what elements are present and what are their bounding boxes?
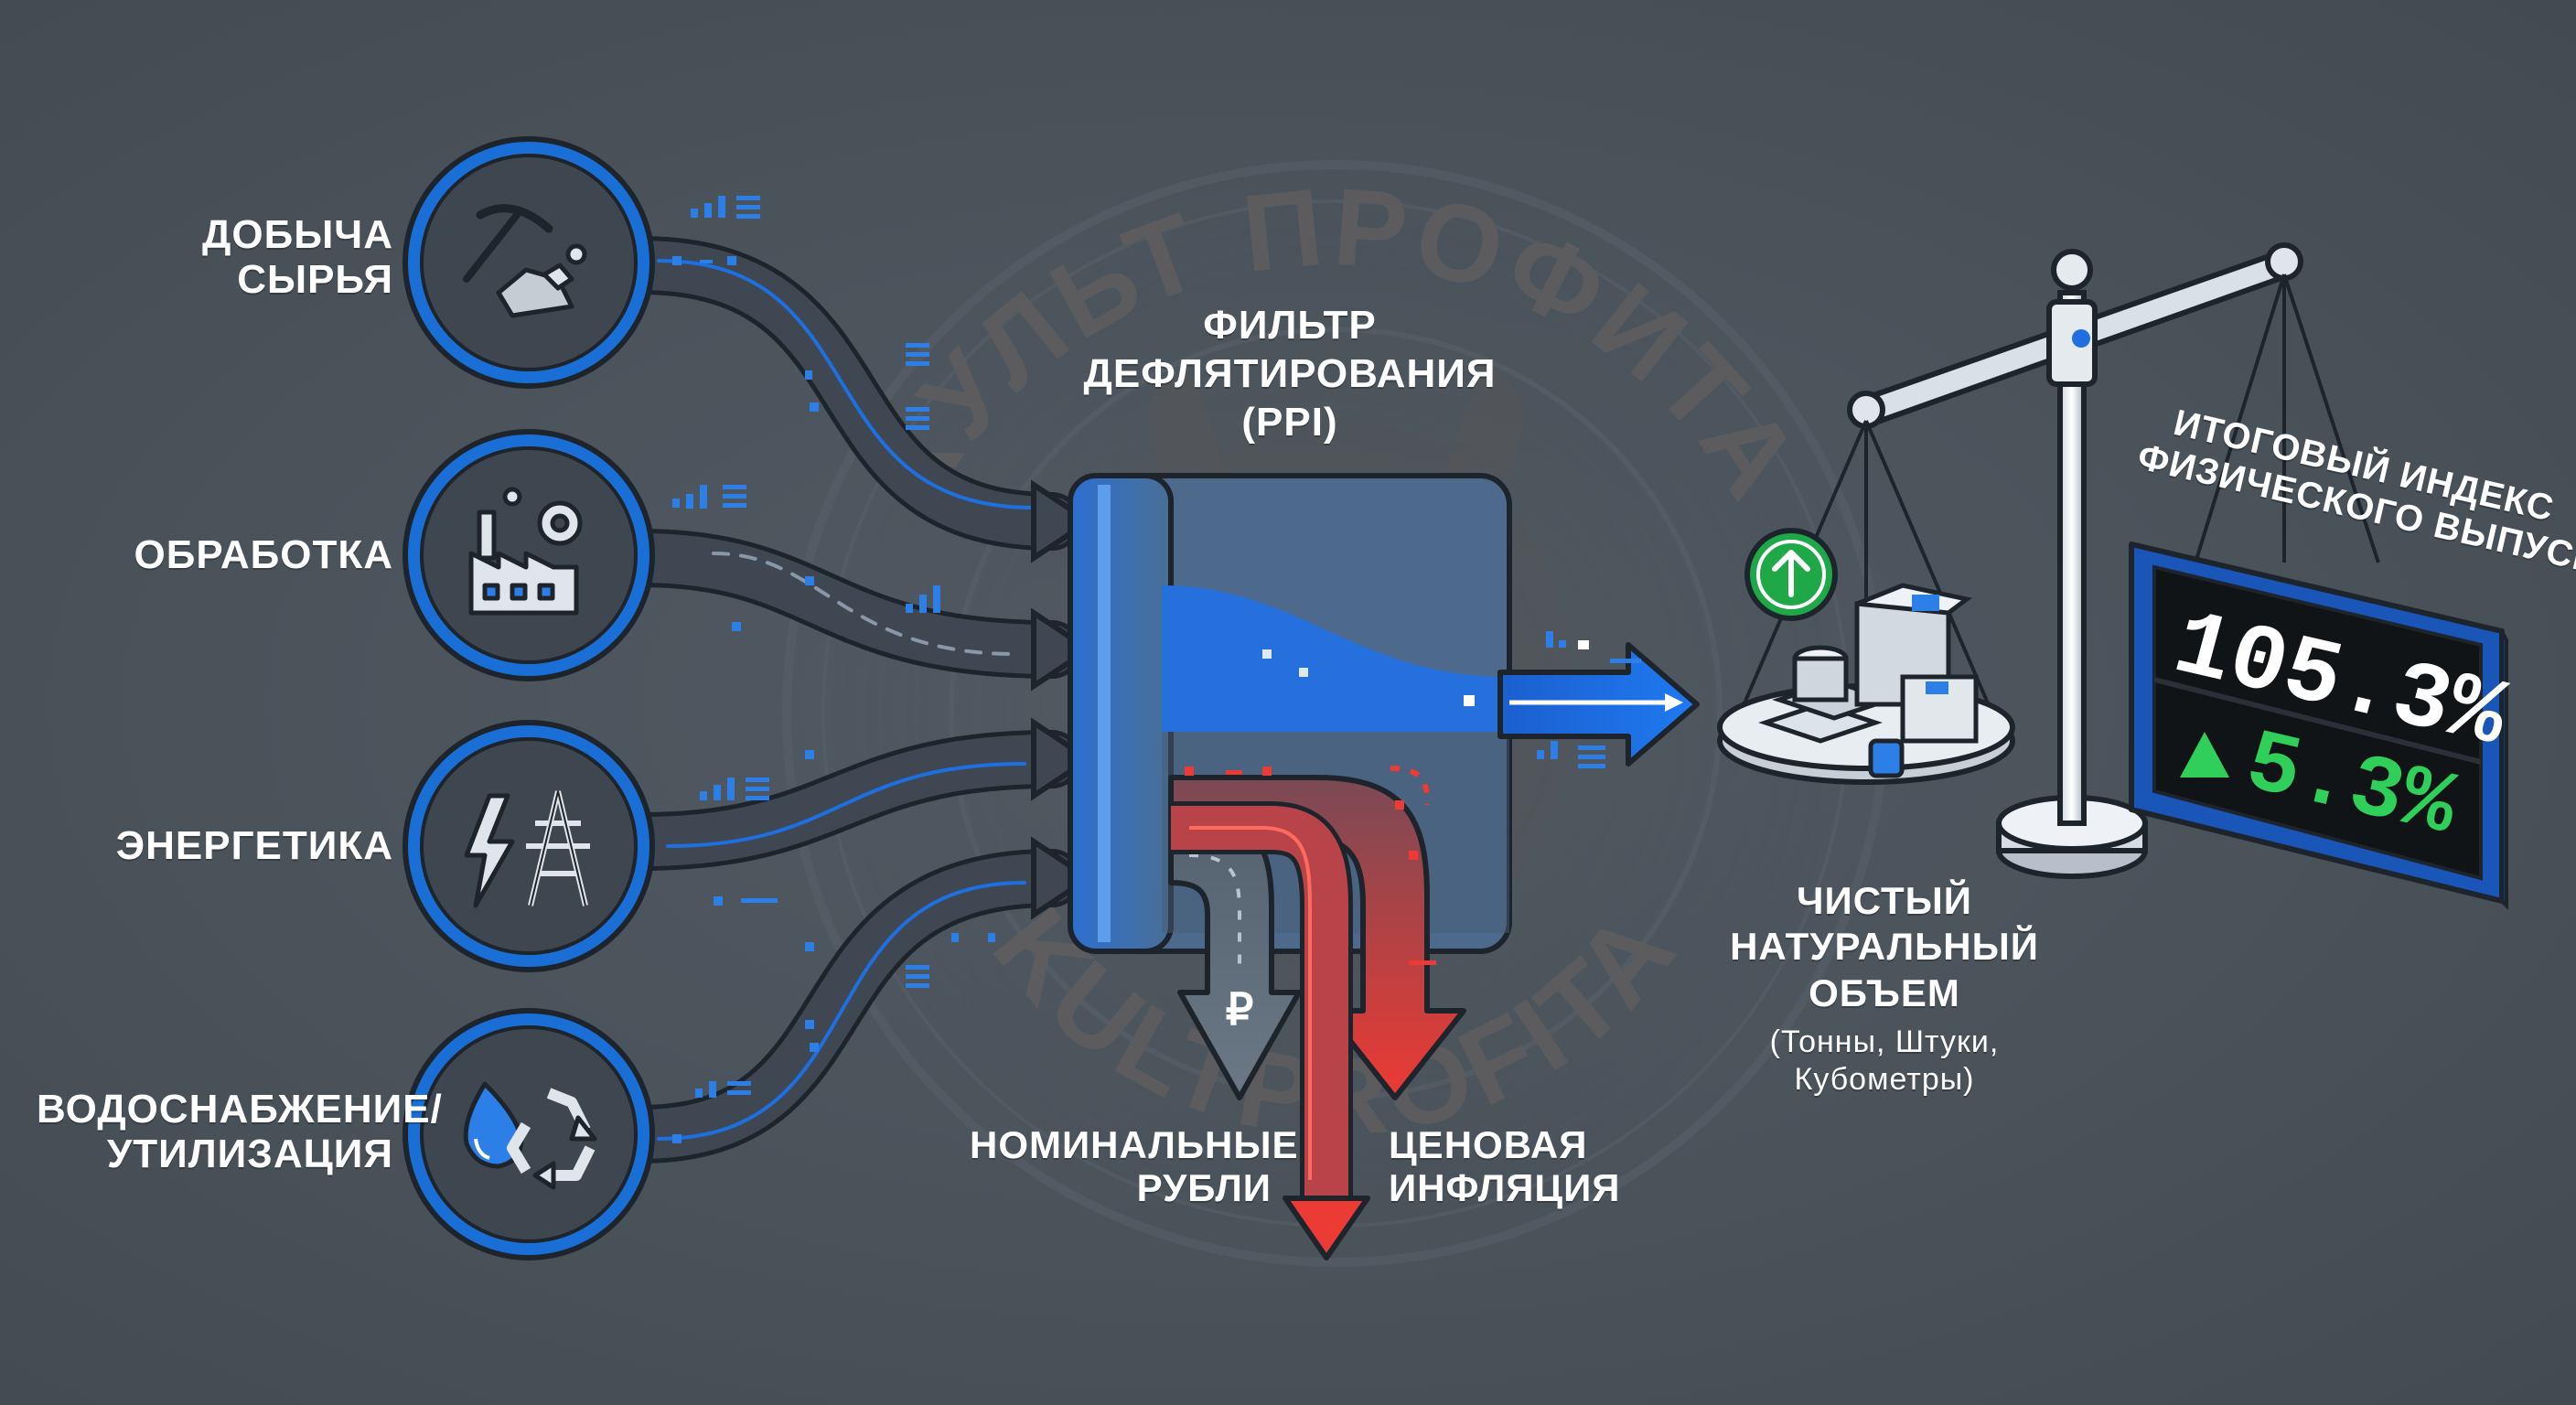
- filter-title-line: (PPI): [1241, 399, 1338, 445]
- factory-gear-icon: [468, 487, 583, 616]
- source-label-line: СЫРЬЯ: [237, 257, 393, 303]
- net-volume-units: (Тонны, Штуки,: [1769, 1024, 2000, 1060]
- inflation-label-line: ИНФЛЯЦИЯ: [1389, 1166, 1621, 1210]
- source-label-water: ВОДОСНАБЖЕНИЕ/ УТИЛИЗАЦИЯ: [37, 1087, 443, 1177]
- pipe-arrowheads: [1031, 479, 1094, 920]
- net-volume-label: ЧИСТЫЙ НАТУРАЛЬНЫЙ ОБЪЕМ (Тонны, Штуки, …: [1701, 878, 2067, 1099]
- source-label-line: УТИЛИЗАЦИЯ: [106, 1132, 393, 1177]
- source-label-line: ЭНЕРГЕТИКА: [115, 823, 393, 868]
- source-circle-water: [402, 1008, 655, 1260]
- ruble-symbol: ₽: [1226, 986, 1254, 1035]
- source-label-line: ДОБЫЧА: [202, 212, 393, 257]
- nominal-label-line: РУБЛИ: [1136, 1166, 1272, 1210]
- price-inflation-label: ЦЕНОВАЯ ИНФЛЯЦИЯ: [1389, 1123, 1663, 1209]
- net-volume-line: ОБЪЕМ: [1809, 971, 1960, 1014]
- source-pipes: [611, 236, 1081, 1164]
- filter-title: ФИЛЬТР ДЕФЛЯТИРОВАНИЯ (PPI): [1079, 302, 1500, 446]
- source-label-processing: ОБРАБОТКА: [91, 532, 393, 577]
- source-circle-processing: [402, 429, 655, 681]
- green-triangle-icon: [2180, 732, 2229, 778]
- deflation-filter-tank: [1068, 473, 1512, 954]
- price-inflation-arrows: [1168, 766, 1466, 1260]
- net-volume-units: Кубометры): [1794, 1061, 1975, 1097]
- filter-title-line: ДЕФЛЯТИРОВАНИЯ: [1083, 350, 1497, 396]
- balance-scale: [1717, 242, 2380, 879]
- net-volume-line: ЧИСТЫЙ: [1797, 879, 1972, 922]
- index-display-board: 105.3% 5.3%: [2129, 542, 2518, 910]
- water-recycle-icon: [463, 1081, 597, 1190]
- source-circle-energy: [402, 720, 655, 972]
- nominal-label-line: НОМИНАЛЬНЫЕ: [970, 1123, 1299, 1166]
- data-particles: [672, 196, 995, 1143]
- nominal-rubles-arrow: ₽: [1168, 820, 1302, 1100]
- net-volume-line: НАТУРАЛЬНЫЙ: [1730, 925, 2039, 969]
- filter-title-line: ФИЛЬТР: [1203, 303, 1377, 348]
- pickaxe-ore-icon: [463, 204, 587, 318]
- increase-up-arrow-icon: [1744, 528, 1838, 621]
- source-label-line: ОБРАБОТКА: [134, 532, 393, 577]
- power-tower-icon: [464, 790, 590, 908]
- source-circles: [402, 136, 655, 1260]
- source-label-energy: ЭНЕРГЕТИКА: [91, 823, 393, 868]
- goods-stack-icon: [1758, 583, 1979, 778]
- source-circle-extraction: [402, 136, 655, 389]
- nominal-rubles-label: НОМИНАЛЬНЫЕ РУБЛИ: [970, 1123, 1299, 1210]
- net-output-arrow: [1262, 631, 1700, 768]
- source-label-line: ВОДОСНАБЖЕНИЕ/: [37, 1087, 443, 1132]
- source-label-extraction: ДОБЫЧА СЫРЬЯ: [137, 212, 393, 303]
- inflation-label-line: ЦЕНОВАЯ: [1389, 1123, 1588, 1166]
